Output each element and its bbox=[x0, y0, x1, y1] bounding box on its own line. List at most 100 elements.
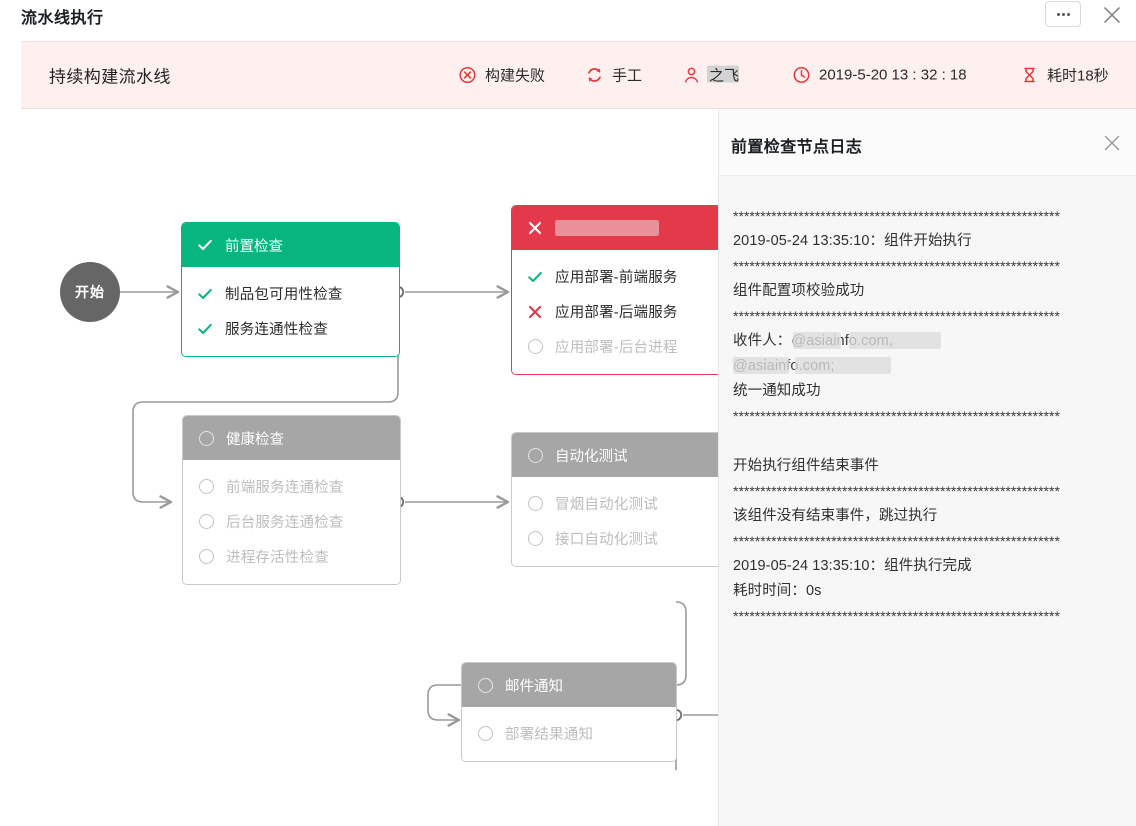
circle-icon bbox=[197, 478, 215, 496]
node-header[interactable] bbox=[512, 206, 729, 250]
drawer-title: 前置检查节点日志 bbox=[731, 139, 863, 156]
check-icon bbox=[526, 268, 544, 286]
log-line: 统一通知成功 bbox=[733, 383, 821, 399]
log-line: 2019-05-24 13:35:10：组件执行完成 bbox=[733, 558, 972, 574]
circle-icon bbox=[526, 495, 544, 513]
redaction-overlay bbox=[555, 220, 659, 236]
node-log-drawer: 前置检查节点日志 *******************************… bbox=[718, 110, 1136, 826]
redacted-email-1: @asiainfo.com, bbox=[791, 329, 942, 354]
refresh-icon bbox=[586, 67, 603, 84]
check-icon bbox=[196, 320, 214, 338]
pipeline-node-health[interactable]: 健康检查 前端服务连通检查 后台服务连通检查 进程存活性检查 bbox=[182, 415, 401, 585]
log-line: ****************************************… bbox=[733, 533, 1060, 549]
redaction-overlay bbox=[707, 65, 739, 83]
run-status: 构建失败 bbox=[459, 65, 545, 86]
run-status-label: 构建失败 bbox=[485, 67, 546, 85]
run-user-name: 之飞 bbox=[707, 65, 740, 85]
page-title: 流水线执行 bbox=[21, 10, 104, 27]
node-step-label: 应用部署-前端服务 bbox=[555, 270, 678, 286]
circle-icon bbox=[526, 530, 544, 548]
drawer-close-button[interactable] bbox=[1102, 133, 1122, 153]
user-icon bbox=[683, 67, 700, 84]
node-steps: 前端服务连通检查 后台服务连通检查 进程存活性检查 bbox=[183, 460, 400, 584]
circle-icon bbox=[197, 513, 215, 531]
log-line-recipients: 收件人：@asiainfo.com, bbox=[733, 329, 1122, 354]
node-step-row[interactable]: 服务连通性检查 bbox=[182, 311, 399, 346]
redacted-email-2: @asiainfo.com; bbox=[733, 354, 891, 379]
window-close-button[interactable] bbox=[1101, 4, 1123, 26]
pipeline-node-mail[interactable]: 邮件通知 部署结果通知 bbox=[461, 662, 677, 762]
run-trigger: 手工 bbox=[586, 65, 642, 86]
node-step-row[interactable]: 部署结果通知 bbox=[462, 716, 676, 751]
node-header-label: 自动化测试 bbox=[555, 448, 628, 465]
log-line: 该组件没有结束事件，跳过执行 bbox=[733, 508, 938, 524]
pipeline-node-deploy[interactable]: 应用部署-前端服务 应用部署-后端服务 应用部署-后台进程 bbox=[511, 205, 730, 375]
circle-icon bbox=[197, 429, 215, 447]
more-horizontal-icon bbox=[1056, 12, 1070, 16]
node-step-label: 进程存活性检查 bbox=[226, 550, 329, 566]
close-icon bbox=[1104, 135, 1120, 151]
window-titlebar: 流水线执行 bbox=[0, 0, 1136, 36]
run-trigger-label: 手工 bbox=[612, 67, 643, 85]
log-line: ****************************************… bbox=[733, 483, 1060, 499]
node-header-label: 前置检查 bbox=[225, 238, 283, 255]
node-step-label: 应用部署-后台进程 bbox=[555, 340, 678, 356]
cross-icon bbox=[526, 219, 544, 237]
drawer-header: 前置检查节点日志 bbox=[719, 110, 1136, 176]
run-timestamp: 2019-5-20 13 : 32 : 18 bbox=[793, 67, 967, 84]
node-step-label: 后台服务连通检查 bbox=[226, 515, 344, 531]
node-step-label: 部署结果通知 bbox=[505, 727, 594, 743]
node-step-row[interactable]: 进程存活性检查 bbox=[183, 539, 400, 574]
node-header-label: 邮件通知 bbox=[505, 678, 563, 695]
node-header[interactable]: 前置检查 bbox=[182, 223, 399, 267]
node-step-label: 应用部署-后端服务 bbox=[555, 305, 678, 321]
run-user: 之飞 bbox=[683, 65, 739, 86]
log-recipients-label: 收件人： bbox=[733, 333, 792, 349]
check-icon bbox=[196, 236, 214, 254]
node-step-row[interactable]: 前端服务连通检查 bbox=[183, 469, 400, 504]
node-steps: 冒烟自动化测试 接口自动化测试 bbox=[512, 477, 729, 566]
node-header[interactable]: 邮件通知 bbox=[462, 663, 676, 707]
log-line: 耗时时间：0s bbox=[733, 583, 822, 599]
log-line: 开始执行组件结束事件 bbox=[733, 458, 879, 474]
more-options-button[interactable] bbox=[1045, 1, 1081, 27]
pipeline-node-precheck[interactable]: 前置检查 制品包可用性检查 bbox=[181, 222, 400, 357]
drawer-log-body[interactable]: ****************************************… bbox=[719, 176, 1136, 826]
close-icon bbox=[1104, 7, 1120, 23]
check-icon bbox=[196, 285, 214, 303]
node-step-row[interactable]: 应用部署-前端服务 bbox=[512, 259, 729, 294]
cross-icon bbox=[526, 303, 544, 321]
node-step-row[interactable]: 应用部署-后台进程 bbox=[512, 329, 729, 364]
hourglass-icon bbox=[1021, 67, 1038, 84]
circle-icon bbox=[197, 548, 215, 566]
node-step-row[interactable]: 接口自动化测试 bbox=[512, 521, 729, 556]
node-header[interactable]: 健康检查 bbox=[183, 416, 400, 460]
pipeline-canvas[interactable]: 开始 前置检查 制品包可用性检查 bbox=[21, 110, 1136, 826]
node-step-row[interactable]: 应用部署-后端服务 bbox=[512, 294, 729, 329]
clock-icon bbox=[793, 67, 810, 84]
log-line-recipients-2: @asiainfo.com; bbox=[733, 354, 1122, 379]
pipeline-start-label: 开始 bbox=[75, 284, 105, 300]
node-step-row[interactable]: 冒烟自动化测试 bbox=[512, 486, 729, 521]
node-step-row[interactable]: 制品包可用性检查 bbox=[182, 276, 399, 311]
node-header[interactable]: 自动化测试 bbox=[512, 433, 729, 477]
node-step-label: 接口自动化测试 bbox=[555, 532, 658, 548]
log-line: 2019-05-24 13:35:10：组件开始执行 bbox=[733, 233, 972, 249]
node-steps: 部署结果通知 bbox=[462, 707, 676, 761]
node-header-label: 健康检查 bbox=[226, 431, 284, 448]
node-step-row[interactable]: 后台服务连通检查 bbox=[183, 504, 400, 539]
pipeline-start-node[interactable]: 开始 bbox=[60, 262, 120, 322]
log-line: ****************************************… bbox=[733, 208, 1060, 224]
circle-icon bbox=[526, 338, 544, 356]
pipeline-node-autotest[interactable]: 自动化测试 冒烟自动化测试 接口自动化测试 bbox=[511, 432, 730, 567]
log-line: ****************************************… bbox=[733, 608, 1060, 624]
node-steps: 制品包可用性检查 服务连通性检查 bbox=[182, 267, 399, 356]
circle-icon bbox=[476, 725, 494, 743]
run-duration: 耗时18秒 bbox=[1021, 65, 1109, 86]
node-steps: 应用部署-前端服务 应用部署-后端服务 应用部署-后台进程 bbox=[512, 250, 729, 374]
run-duration-label: 耗时18秒 bbox=[1047, 67, 1109, 85]
node-step-label: 制品包可用性检查 bbox=[225, 287, 343, 303]
log-line: ****************************************… bbox=[733, 258, 1060, 274]
run-summary-banner: 持续构建流水线 构建失败 手工 bbox=[21, 41, 1136, 109]
